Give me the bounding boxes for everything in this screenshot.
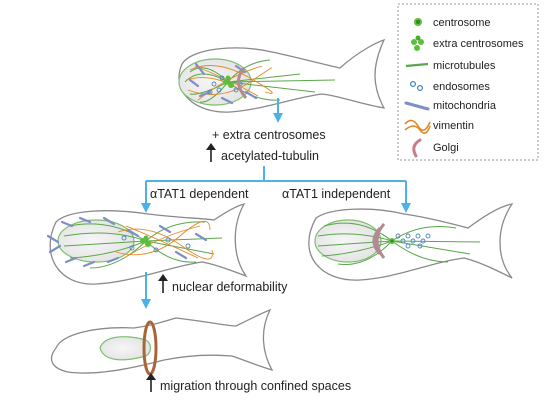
label-acetylated-tubulin: acetylated-tubulin bbox=[221, 149, 319, 163]
branch-lines bbox=[141, 166, 411, 213]
legend-label-mitochondria: mitochondria bbox=[433, 100, 497, 112]
golgi bbox=[372, 223, 386, 259]
legend-label-golgi: Golgi bbox=[433, 142, 459, 154]
cell-independent bbox=[308, 203, 514, 281]
up-arrow-icon bbox=[206, 143, 216, 162]
microtubules-icon bbox=[405, 62, 429, 68]
extra-centrosomes-icon bbox=[411, 35, 424, 51]
legend-label-microtubules: microtubules bbox=[433, 60, 496, 72]
endosomes bbox=[395, 233, 431, 249]
centrosome-icon bbox=[414, 18, 422, 26]
centrosomes bbox=[140, 235, 151, 247]
label-atat1-dependent: αTAT1 dependent bbox=[150, 187, 249, 201]
mitochondria bbox=[46, 216, 208, 268]
centrosomes bbox=[223, 75, 234, 88]
legend-label-extra-centrosomes: extra centrosomes bbox=[433, 38, 524, 50]
label-migration: migration through confined spaces bbox=[160, 379, 351, 393]
legend-label-vimentin: vimentin bbox=[433, 120, 474, 132]
up-arrow-icon bbox=[146, 373, 156, 392]
label-atat1-independent: αTAT1 independent bbox=[282, 187, 391, 201]
vimentin-network bbox=[115, 221, 213, 260]
cell-outline bbox=[50, 308, 274, 374]
endosomes-icon bbox=[409, 80, 424, 92]
endosomes bbox=[121, 235, 191, 253]
nucleus bbox=[314, 219, 382, 263]
label-extra-centrosomes: + extra centrosomes bbox=[212, 128, 326, 142]
label-nuclear-deformability: nuclear deformability bbox=[172, 280, 288, 294]
mitochondria-icon bbox=[404, 101, 430, 111]
constriction-ring bbox=[142, 320, 158, 376]
microtubules bbox=[184, 59, 336, 103]
cell-dependent bbox=[46, 203, 248, 285]
microtubules bbox=[317, 222, 481, 266]
up-arrow-icon bbox=[158, 274, 168, 293]
golgi-icon bbox=[412, 138, 422, 158]
legend: centrosome extra centrosomes microtubule… bbox=[397, 3, 539, 161]
legend-box bbox=[397, 3, 539, 161]
mitochondria bbox=[188, 62, 258, 105]
golgi bbox=[237, 67, 248, 99]
cell-top bbox=[178, 38, 386, 113]
cell-migrating bbox=[50, 308, 274, 376]
vimentin-icon bbox=[404, 119, 431, 134]
centrosome bbox=[389, 238, 395, 244]
legend-label-centrosome: centrosome bbox=[433, 17, 490, 29]
deformed-nucleus bbox=[99, 336, 152, 361]
legend-label-endosomes: endosomes bbox=[433, 81, 490, 93]
